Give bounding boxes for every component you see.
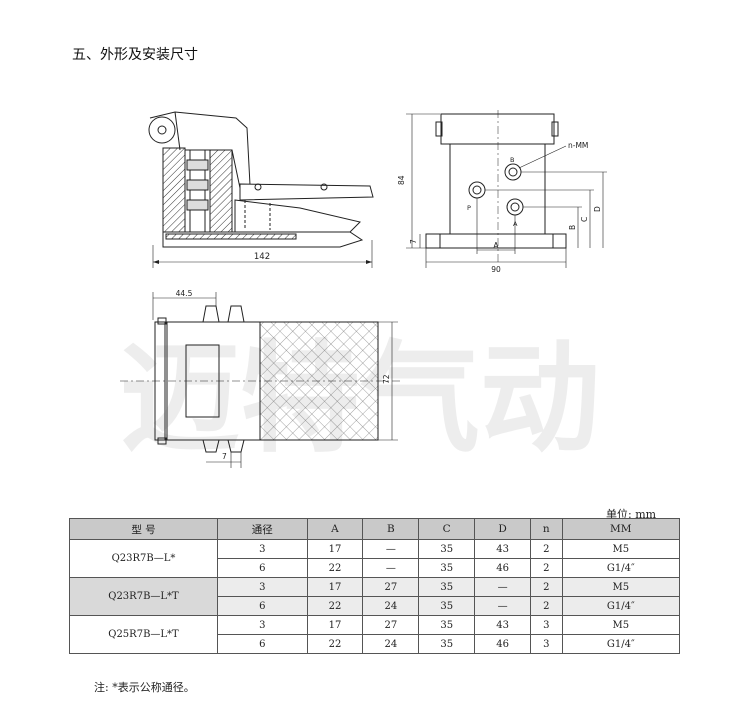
col-header: B xyxy=(362,518,420,540)
table-cell: G1/4″ xyxy=(561,558,681,578)
table-cell: 2 xyxy=(530,596,563,616)
col-header: D xyxy=(474,518,532,540)
col-header: A xyxy=(306,518,364,540)
table-cell: 46 xyxy=(474,634,532,654)
spec-table: 型 号 通径 A B C D n MM Q23R7B—L* 3 17 — 35 … xyxy=(69,518,681,654)
model-cell: Q25R7B—L*T xyxy=(69,615,218,654)
front-view-labels: 84 90 A B C D 7 n-MM B P A xyxy=(397,141,602,274)
table-cell: 43 xyxy=(474,539,532,559)
side-view xyxy=(148,111,374,268)
table-cell: 22 xyxy=(306,558,364,578)
table-cell: 35 xyxy=(418,596,476,616)
svg-text:A: A xyxy=(513,220,518,228)
table-cell: 35 xyxy=(418,577,476,597)
table-cell: 17 xyxy=(306,615,364,635)
table-cell: 6 xyxy=(217,634,308,654)
top-view-labels: 44.5 72 7 xyxy=(176,289,391,461)
front-view xyxy=(406,110,607,268)
table-row: Q23R7B—L* 3 17 — 35 43 2 M5 xyxy=(69,539,681,578)
table-cell: 35 xyxy=(418,634,476,654)
table-row: Q23R7B—L*T 3 17 27 35 — 2 M5 xyxy=(69,577,681,616)
dim-142: 142 xyxy=(254,252,270,262)
table-cell: 17 xyxy=(306,539,364,559)
section-heading: 五、外形及安装尺寸 xyxy=(72,47,198,63)
svg-text:P: P xyxy=(467,204,471,212)
svg-text:n-MM: n-MM xyxy=(568,141,588,150)
table-cell: 24 xyxy=(362,596,420,616)
footnote: 注: *表示公称通径。 xyxy=(94,681,195,694)
table-cell: 3 xyxy=(217,539,308,559)
col-header: n xyxy=(530,518,563,540)
col-header: MM xyxy=(561,518,681,540)
table-cell: 2 xyxy=(530,558,563,578)
table-cell: 3 xyxy=(217,615,308,635)
table-cell: 35 xyxy=(418,615,476,635)
table-cell: 46 xyxy=(474,558,532,578)
model-cell: Q23R7B—L*T xyxy=(69,577,218,616)
svg-text:7: 7 xyxy=(222,452,227,461)
table-header-row: 型 号 通径 A B C D n MM xyxy=(69,518,681,540)
table-cell: — xyxy=(474,596,532,616)
table-cell: 3 xyxy=(530,615,563,635)
table-cell: 22 xyxy=(306,596,364,616)
table-cell: M5 xyxy=(561,615,681,635)
table-cell: 24 xyxy=(362,634,420,654)
table-cell: G1/4″ xyxy=(561,596,681,616)
unit-label: 单位: mm xyxy=(606,508,657,521)
svg-text:84: 84 xyxy=(397,175,406,185)
svg-text:A: A xyxy=(493,241,499,250)
table-cell: 43 xyxy=(474,615,532,635)
table-cell: 6 xyxy=(217,596,308,616)
table-cell: 2 xyxy=(530,577,563,597)
table-cell: 6 xyxy=(217,558,308,578)
svg-text:C: C xyxy=(580,217,589,222)
technical-drawing: 迈特气动 142 xyxy=(120,110,607,469)
svg-text:D: D xyxy=(593,206,602,212)
table-cell: 27 xyxy=(362,577,420,597)
col-header: C xyxy=(418,518,476,540)
svg-text:7: 7 xyxy=(409,239,418,244)
table-cell: — xyxy=(362,539,420,559)
table-cell: 35 xyxy=(418,558,476,578)
table-cell: G1/4″ xyxy=(561,634,681,654)
col-header: 通径 xyxy=(217,518,308,540)
model-cell: Q23R7B—L* xyxy=(69,539,218,578)
table-cell: 22 xyxy=(306,634,364,654)
col-header: 型 号 xyxy=(69,518,218,540)
table-row: Q25R7B—L*T 3 17 27 35 43 3 M5 xyxy=(69,615,681,654)
table-cell: 17 xyxy=(306,577,364,597)
svg-text:72: 72 xyxy=(382,374,391,384)
table-cell: — xyxy=(474,577,532,597)
table-row: 6 22 — 35 46 2 G1/4″ xyxy=(70,558,681,578)
svg-text:B: B xyxy=(568,225,577,230)
table-row: 6 22 24 35 — 2 G1/4″ xyxy=(70,596,681,616)
table-cell: 2 xyxy=(530,539,563,559)
table-cell: 27 xyxy=(362,615,420,635)
svg-text:44.5: 44.5 xyxy=(176,289,193,298)
svg-text:90: 90 xyxy=(491,265,501,274)
top-view xyxy=(120,292,400,468)
table-cell: 3 xyxy=(217,577,308,597)
table-cell: M5 xyxy=(561,539,681,559)
table-cell: 3 xyxy=(530,634,563,654)
table-row: 6 22 24 35 46 3 G1/4″ xyxy=(70,634,681,654)
table-cell: 35 xyxy=(418,539,476,559)
svg-text:B: B xyxy=(510,156,514,164)
table-cell: — xyxy=(362,558,420,578)
table-cell: M5 xyxy=(561,577,681,597)
